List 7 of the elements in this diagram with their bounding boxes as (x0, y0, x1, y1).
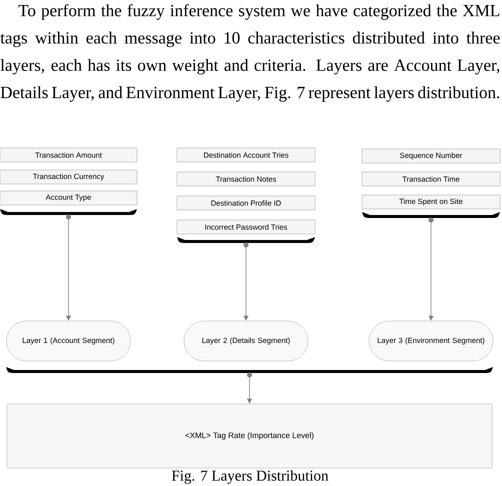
bracket-bar (362, 212, 500, 222)
caption: Fig. 7 Layers Distribution (172, 470, 328, 484)
paragraph: To perform the fuzzy inference system we have categorized the XML tags within each message into 10 characteristics distributed into three layers, each has its own weight and criteria. Layers are Account Layer, Details Layer, and Environment Layer, Fig. 7 represent layers distribution. (0, 4, 500, 102)
result-box: <XML> Tag Rate (Importance Level) (6, 404, 492, 468)
bracket-bar (177, 237, 315, 248)
bracket-bar (6, 367, 493, 378)
bracket-bar (0, 209, 137, 220)
